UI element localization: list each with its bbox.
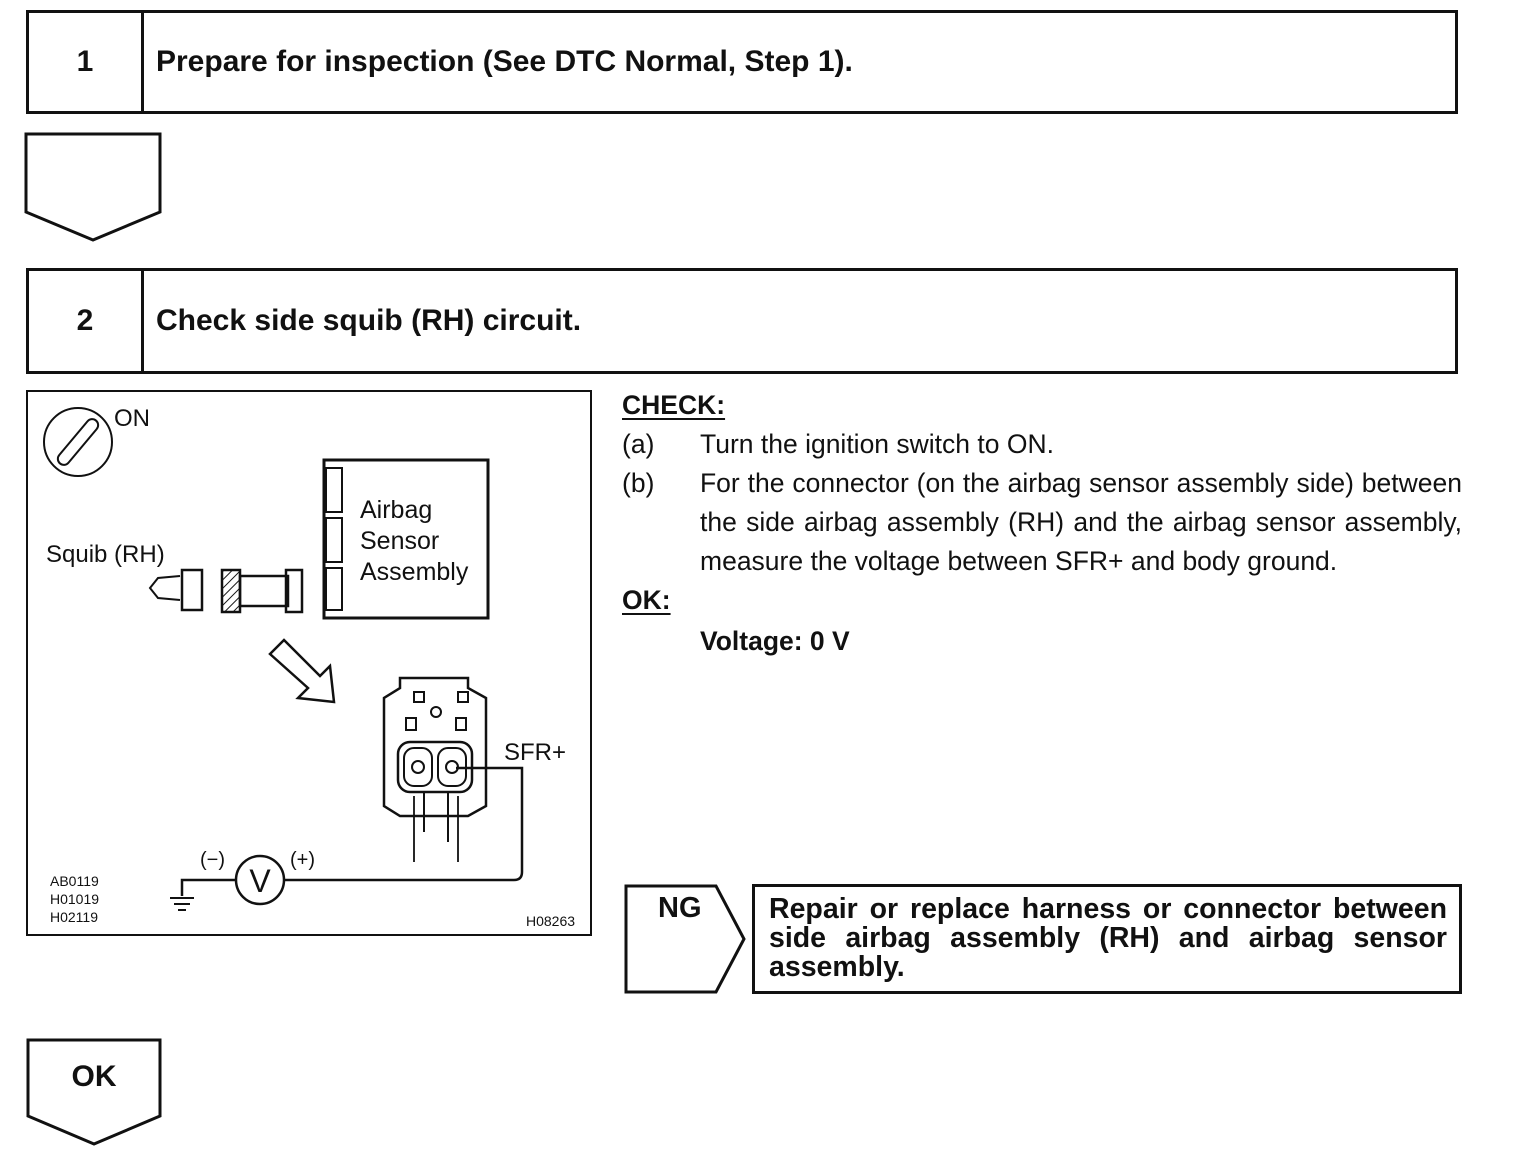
sensor-label-line-1: Airbag [360,496,432,524]
ng-arrow [624,884,748,994]
hollow-arrow-icon [268,638,336,704]
check-heading: CHECK: [622,390,726,420]
step-number: 2 [29,271,144,371]
flow-arrow-1 [24,132,164,244]
step-number: 1 [29,13,144,111]
connector-face-icon [382,676,488,862]
voltmeter-icon: V [234,854,286,906]
item-text: Turn the ignition switch to ON. [700,429,1054,459]
ok-value: Voltage: 0 V [700,626,850,656]
item-text: For the connector (on the airbag sensor … [700,468,1462,576]
flow-arrow-ok [26,1038,164,1148]
ng-action-box: Repair or replace harness or connector b… [752,884,1462,994]
harness-connector-icon [220,568,304,614]
item-label: (a) [622,429,655,459]
step-1-header: 1 Prepare for inspection (See DTC Normal… [26,10,1458,114]
ref-code: AB0119 [50,873,99,889]
sensor-label-line-3: Assembly [360,558,469,586]
item-label: (b) [622,468,655,498]
airbag-sensor-assembly-icon [322,458,490,620]
ground-icon [170,897,194,911]
check-item: (a) Turn the ignition switch to ON. [622,425,1462,464]
meter-minus-label: (−) [200,849,225,871]
ignition-on-label: ON [114,405,150,432]
ref-code: H02119 [50,909,98,925]
figure-code: H08263 [526,913,575,929]
squib-connector-icon [148,568,204,612]
ng-label: NG [658,892,702,924]
check-item: (b) For the connector (on the airbag sen… [622,464,1462,581]
ignition-switch-icon [43,407,113,477]
meter-plus-label: (+) [290,849,315,871]
squib-label: Squib (RH) [46,541,165,568]
sensor-label-line-2: Sensor [360,527,439,555]
flow-ok-label: OK [71,1060,117,1093]
svg-text:V: V [249,863,271,899]
ok-heading: OK: [622,585,671,615]
step-title: Prepare for inspection (See DTC Normal, … [156,45,853,78]
wiring-diagram: ON Airbag Sensor Assembly Squib (RH) [26,390,592,936]
check-instructions: CHECK: (a) Turn the ignition switch to O… [622,386,1462,661]
ref-code: H01019 [50,891,99,907]
sfr-plus-label: SFR+ [504,739,566,766]
step-title: Check side squib (RH) circuit. [156,304,582,337]
step-2-header: 2 Check side squib (RH) circuit. [26,268,1458,374]
